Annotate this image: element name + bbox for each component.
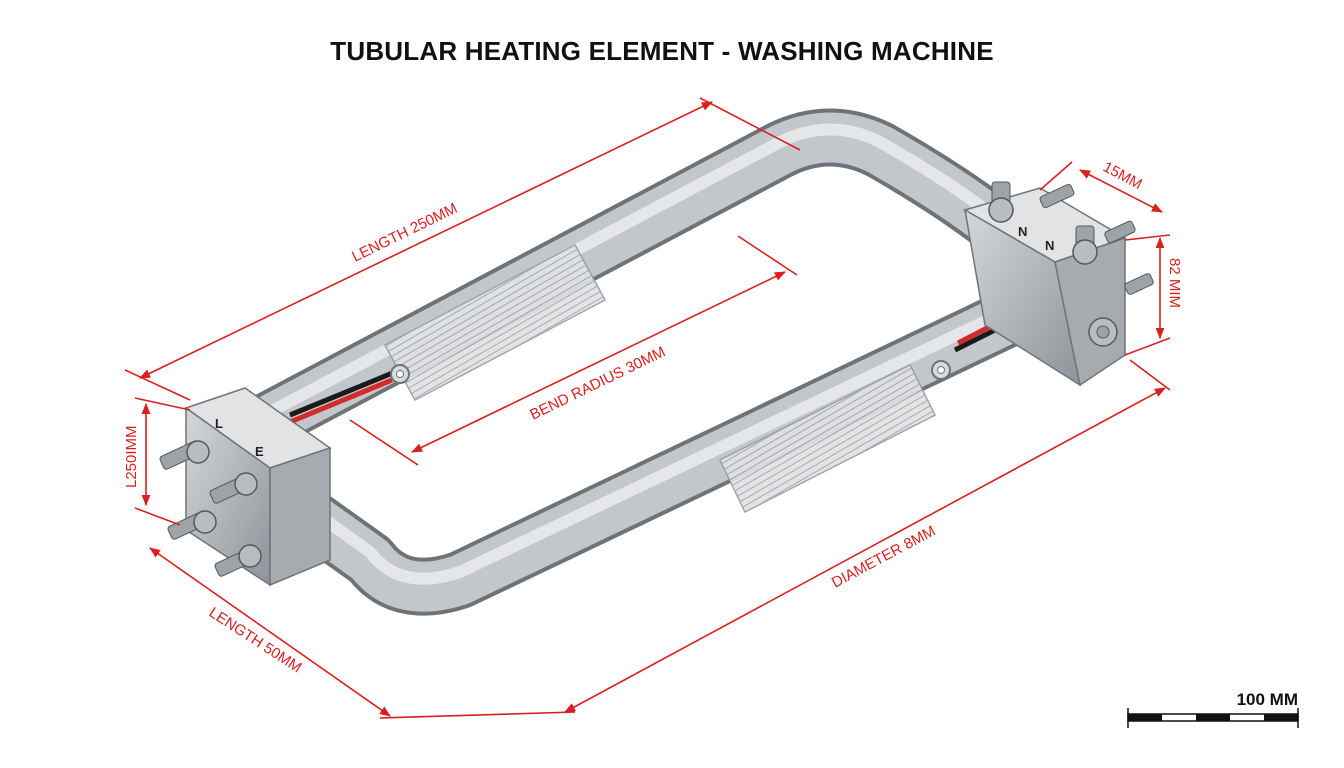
- label-right-height: 82 MIM: [1166, 258, 1183, 308]
- label-bend-radius: BEND RADIUS 30MM: [527, 343, 668, 423]
- extension-line-right-width: [1039, 161, 1073, 191]
- dimension-line-diameter: [564, 387, 1166, 713]
- tube: [241, 108, 1044, 616]
- terminal-label-right-1: N: [1018, 224, 1027, 239]
- dimension-line-length-top: [138, 101, 714, 379]
- label-length-top: LENGTH 250MM: [349, 200, 460, 266]
- scale-bar-label: 100 MM: [1236, 690, 1298, 709]
- extension-line-right-height-top: [1124, 234, 1171, 241]
- extension-line-diameter-right: [1129, 359, 1171, 391]
- bolts-left: [159, 440, 262, 577]
- scale-bar: [1127, 708, 1299, 728]
- label-length-bottom: LENGTH 50MM: [206, 604, 305, 676]
- extension-line-bend-left: [349, 419, 419, 466]
- label-left-height: L250IMM: [123, 425, 140, 488]
- terminal-label-left-1: L: [215, 416, 223, 431]
- dimension-line-length-bottom: [149, 547, 391, 717]
- dimension-line-right-width: [1079, 169, 1163, 213]
- label-right-width: 15MM: [1100, 159, 1145, 194]
- terminal-label-left-2: E: [255, 444, 264, 459]
- label-diameter: DIAMETER 8MM: [829, 523, 939, 592]
- terminal-label-right-2: N: [1045, 238, 1054, 253]
- extension-line-bottom: [379, 711, 576, 719]
- extension-line-left-height-top: [134, 397, 191, 411]
- dimension-line-bend-radius: [410, 271, 787, 453]
- extension-line-left-height-bottom: [134, 507, 181, 526]
- extension-line-right-height-bottom: [1124, 337, 1171, 356]
- extension-line-left-top: [124, 369, 191, 401]
- diagram-title: TUBULAR HEATING ELEMENT - WASHING MACHIN…: [330, 36, 994, 66]
- extension-line-bend-right: [737, 235, 798, 276]
- bolts-right: [988, 181, 1154, 347]
- extension-line-top-right: [699, 97, 801, 151]
